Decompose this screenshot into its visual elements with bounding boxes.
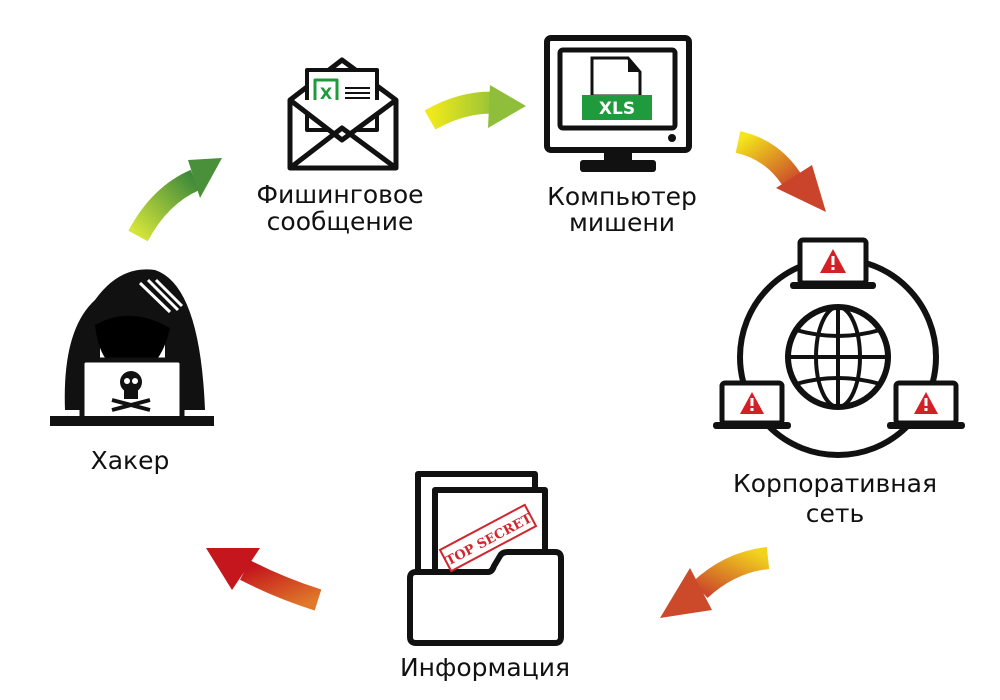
network-label-line2: сеть <box>805 499 865 528</box>
secret-folder-icon <box>407 471 564 646</box>
phishing-label-line1: Фишинговое <box>256 180 424 209</box>
info-label: Информация <box>399 653 571 682</box>
target-label-line2: мишени <box>569 208 675 237</box>
hacker-label: Хакер <box>90 446 170 475</box>
xls-badge <box>582 95 652 120</box>
target-label-line1: Компьютер <box>547 182 697 211</box>
laptop-warning-icon <box>713 380 791 429</box>
arrow-target-to-network <box>735 131 826 212</box>
arrow-phishing-to-target <box>424 85 526 130</box>
target-computer-icon <box>544 35 692 172</box>
arrow-hacker-to-phishing <box>128 158 222 242</box>
globe-icon <box>785 304 891 410</box>
phishing-label-line2: сообщение <box>266 207 414 236</box>
skull-icon <box>111 371 151 412</box>
hacker-icon <box>50 269 214 426</box>
laptop-warning-icon <box>790 237 876 289</box>
arrow-info-to-hacker <box>206 548 322 611</box>
phishing-email-icon <box>287 57 399 171</box>
network-label-line1: Корпоративная <box>733 469 937 498</box>
laptop-warning-icon <box>887 380 965 429</box>
corporate-network-icon <box>713 237 965 458</box>
xls-badge-label: XLS <box>599 99 635 119</box>
excel-icon: X <box>320 84 333 103</box>
arrow-network-to-info <box>660 547 770 618</box>
